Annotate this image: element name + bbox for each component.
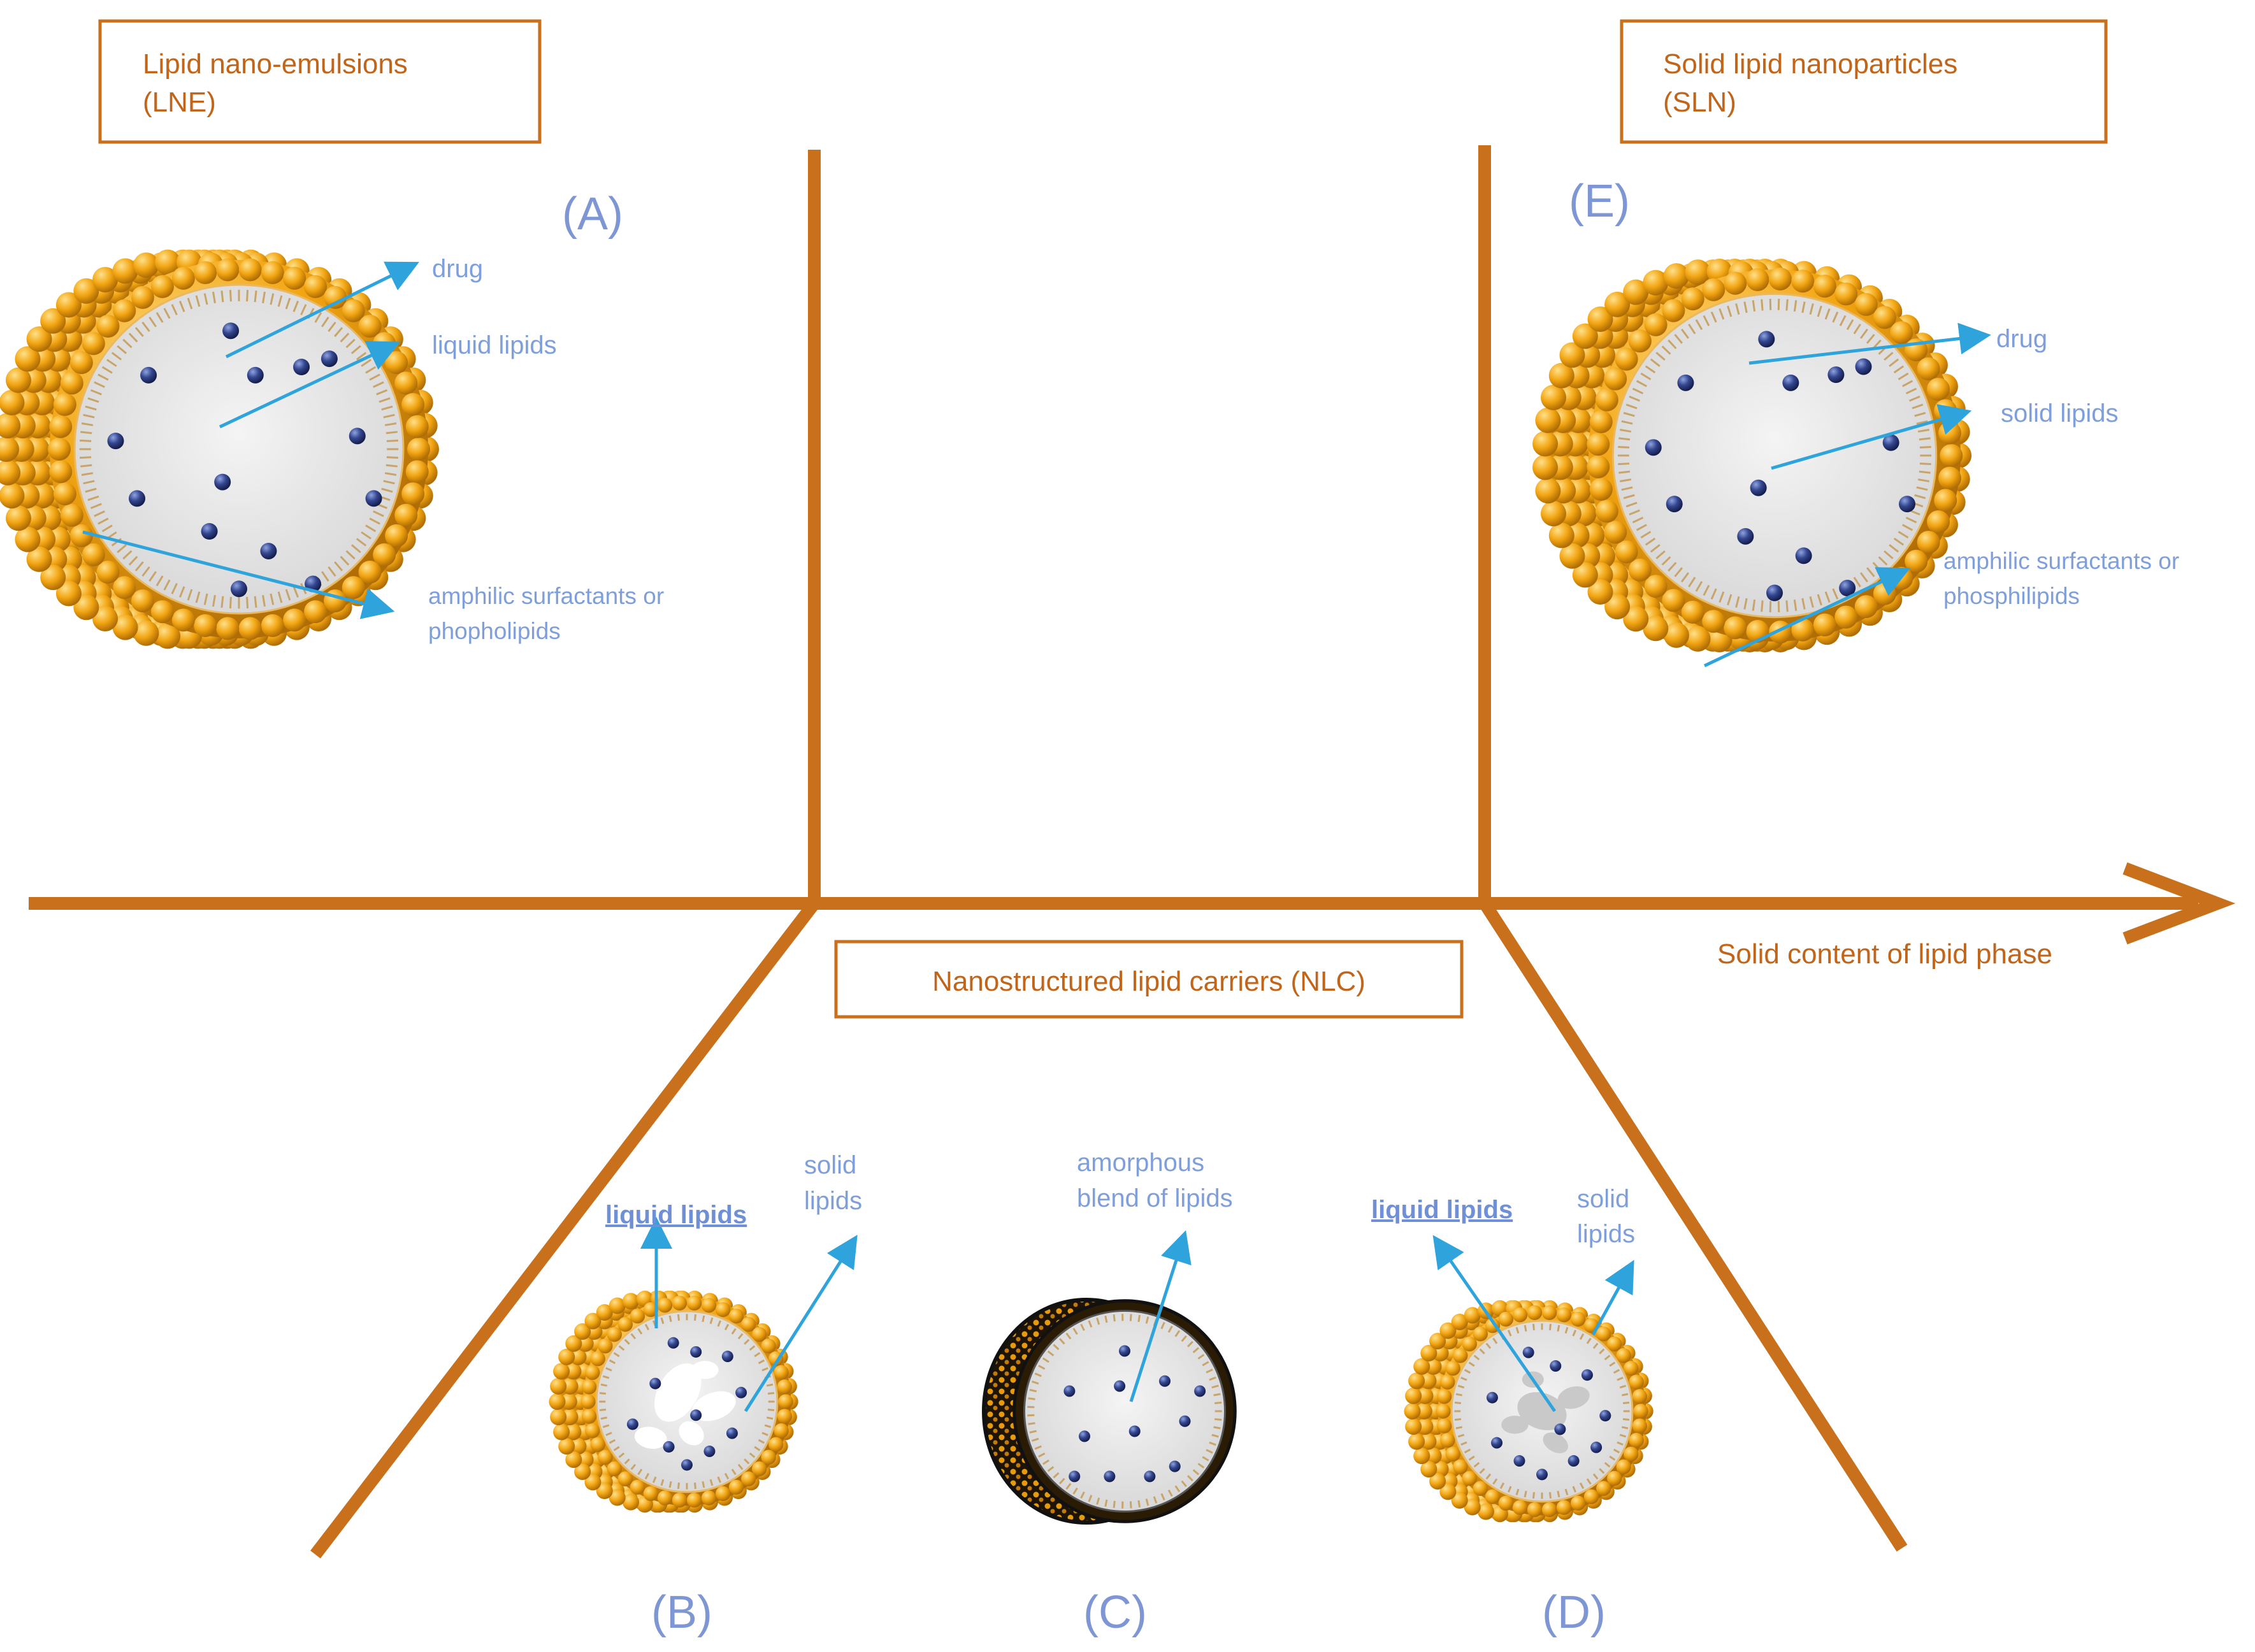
- label-b-solid-line2: lipids: [804, 1187, 862, 1215]
- nlc-title: Nanostructured lipid carriers (NLC): [932, 966, 1365, 997]
- lne-title-box: Lipid nano-emulsions (LNE): [98, 19, 542, 144]
- sln-title-line1: Solid lipid nanoparticles: [1663, 48, 1957, 80]
- label-c-amorphous-line2: blend of lipids: [1077, 1184, 1233, 1212]
- drug-molecules: [626, 1337, 747, 1471]
- arrow-b-solid-lipids: [744, 1235, 858, 1412]
- label-d-solid-line2: lipids: [1577, 1220, 1635, 1248]
- arrow-e-drug: [1748, 322, 1991, 365]
- label-d-liquid-lipids: liquid lipids: [1371, 1196, 1513, 1224]
- particle-b-illustration: [549, 1290, 798, 1513]
- label-a-drug: drug: [432, 255, 483, 283]
- arrow-d-solid-lipids: [1591, 1260, 1634, 1336]
- drug-molecules: [1486, 1346, 1611, 1481]
- label-e-surfactants-line2: phosphilipids: [1943, 583, 2080, 609]
- arrow-a-drug: [225, 261, 419, 359]
- label-a-liquid-lipids: liquid lipids: [432, 331, 557, 359]
- left-diagonal-divider: [310, 899, 819, 1559]
- lne-title-line1: Lipid nano-emulsions: [143, 48, 408, 80]
- panel-label-e: (E): [1569, 176, 1630, 227]
- arrow-d-liquid-lipids: [1432, 1235, 1557, 1412]
- surfactant-tails: [1454, 1323, 1630, 1499]
- axis-label: Solid content of lipid phase: [1717, 938, 2052, 970]
- diagram-frame: [29, 145, 2198, 1559]
- particle-d-illustration: [1404, 1300, 1653, 1523]
- surfactant-tails: [1617, 298, 1932, 613]
- sln-title-line2: (SLN): [1663, 87, 1736, 118]
- panel-label-d: (D): [1542, 1587, 1606, 1638]
- drug-molecules: [1063, 1345, 1206, 1483]
- panel-label-c: (C): [1083, 1587, 1147, 1638]
- nlc-title-box: Nanostructured lipid carriers (NLC): [834, 940, 1464, 1019]
- label-b-solid-line1: solid: [804, 1151, 856, 1179]
- label-e-solid-lipids: solid lipids: [2001, 399, 2119, 427]
- label-a-surfactants-line2: phopholipids: [428, 618, 561, 644]
- label-c-amorphous-line1: amorphous: [1077, 1149, 1204, 1177]
- axis-arrow-head-icon: [2122, 862, 2236, 945]
- arrow-e-surfactants: [1703, 567, 1911, 668]
- label-e-surfactants-line1: amphilic surfactants or: [1943, 548, 2179, 574]
- label-a-surfactants-line1: amphilic surfactants or: [428, 583, 664, 609]
- particle-e-illustration: [1532, 259, 1972, 652]
- arrow-a-surfactants: [82, 530, 395, 619]
- lipid-core: [1611, 292, 1938, 619]
- sln-title-box: Solid lipid nanoparticles (SLN): [1620, 19, 2108, 144]
- right-diagonal-divider: [1479, 900, 1908, 1552]
- lipid-domains: [1501, 1371, 1590, 1453]
- arrow-c-amorphous: [1129, 1230, 1192, 1402]
- surfactant-tails: [599, 1314, 775, 1490]
- lipid-core: [1023, 1310, 1226, 1512]
- drug-molecules: [1645, 331, 1916, 601]
- arrow-e-solid-lipids: [1771, 404, 1972, 470]
- particle-c-illustration: [982, 1298, 1237, 1525]
- label-d-solid-line1: solid: [1577, 1185, 1629, 1213]
- panel-label-b: (B): [651, 1587, 712, 1638]
- drug-molecules: [107, 322, 382, 598]
- arrow-a-liquid-lipids: [219, 341, 401, 429]
- lne-title-line2: (LNE): [143, 87, 216, 118]
- label-e-drug: drug: [1996, 325, 2047, 353]
- label-b-liquid-lipids: liquid lipids: [605, 1201, 747, 1229]
- particle-a-illustration: [0, 249, 439, 649]
- annotation-arrows: [82, 261, 1991, 1412]
- surfactant-tails: [1027, 1314, 1222, 1509]
- panel-label-a: (A): [562, 189, 623, 240]
- lipid-core: [73, 284, 405, 615]
- lipid-domains: [634, 1361, 736, 1449]
